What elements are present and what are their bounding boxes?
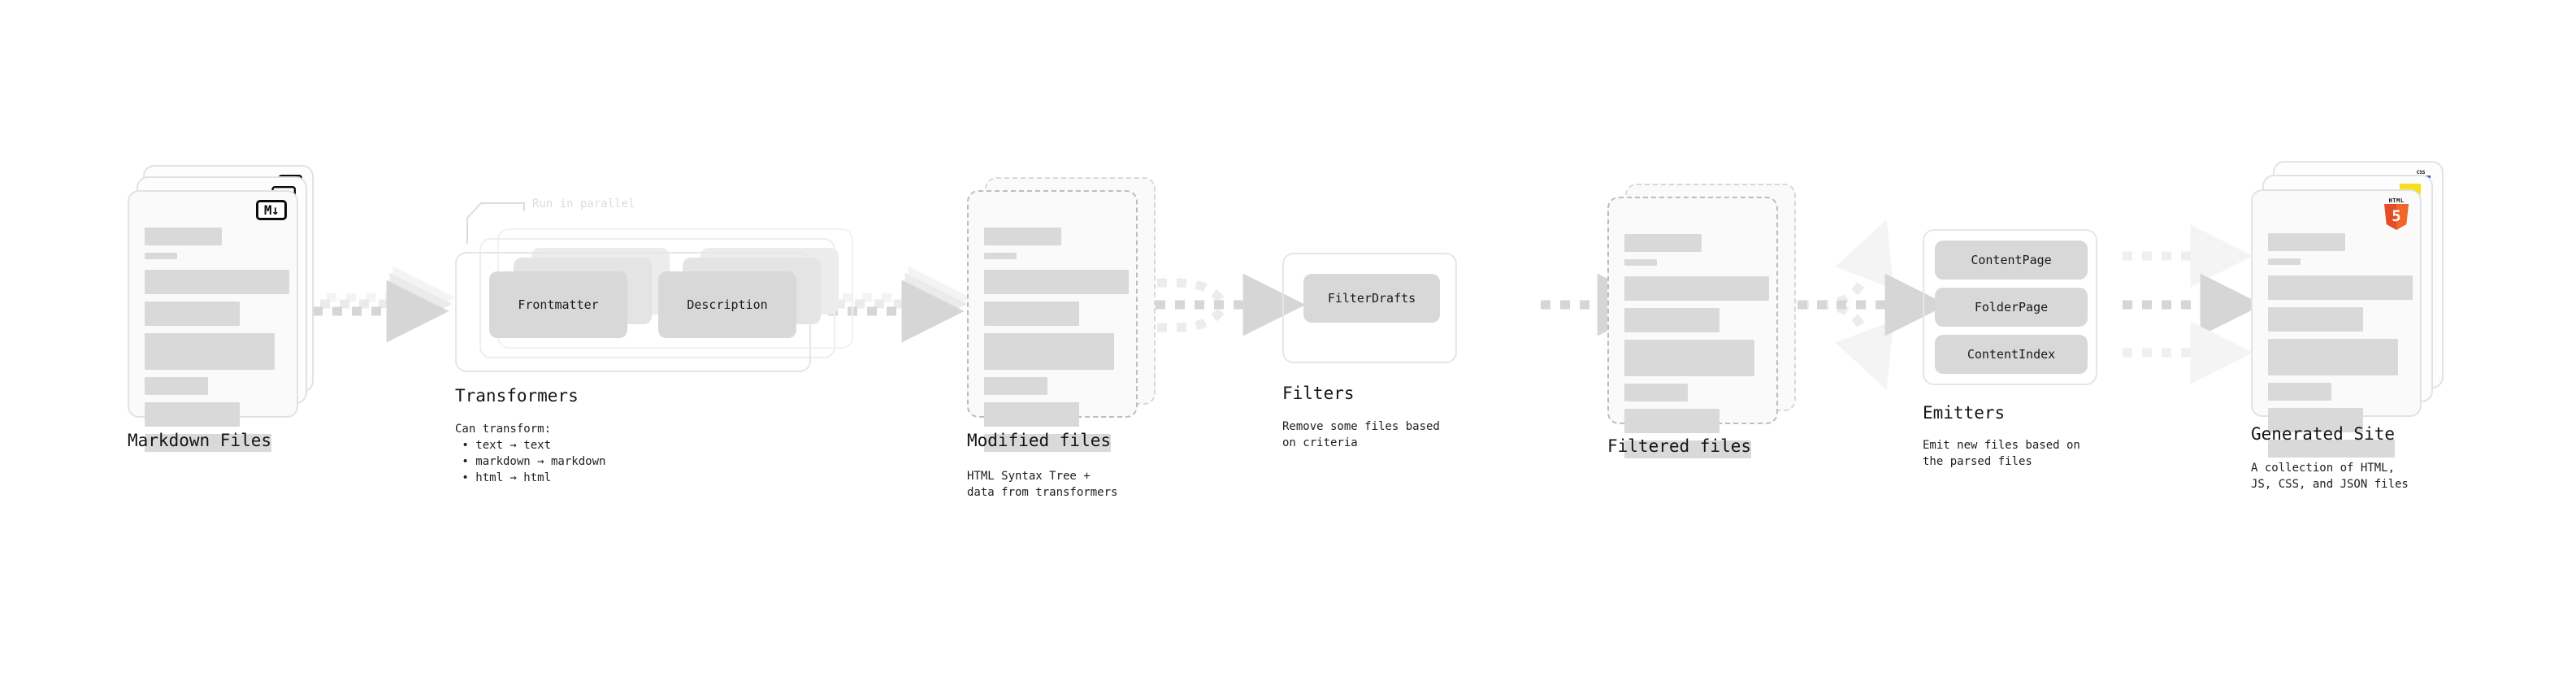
skeleton-lines xyxy=(1624,234,1769,466)
stage-subtitle-transformers: Can transform: • text → text • markdown … xyxy=(455,423,606,484)
skeleton-lines xyxy=(2268,233,2413,465)
arrow-transformers-to-modified xyxy=(828,266,971,343)
arrow-markdown-to-transformers xyxy=(313,266,456,343)
stage-title-markdown-files: Markdown Files xyxy=(128,431,272,450)
transformer-node-description[interactable]: Description xyxy=(658,271,796,338)
stage-subtitle-modified-files: HTML Syntax Tree + data from transformer… xyxy=(967,470,1118,499)
skeleton-lines xyxy=(984,228,1129,459)
stage-title-modified-files: Modified files xyxy=(967,431,1112,450)
stage-subtitle-generated-site: A collection of HTML, JS, CSS, and JSON … xyxy=(2251,462,2409,491)
transformer-node-frontmatter[interactable]: Frontmatter xyxy=(489,271,627,338)
skeleton-lines xyxy=(145,228,289,459)
css-label: CSS xyxy=(2416,170,2426,176)
html5-icon: HTML 5 xyxy=(2382,197,2411,230)
stage-title-transformers: Transformers xyxy=(455,386,579,406)
emitter-node-folderpage[interactable]: FolderPage xyxy=(1935,288,2088,327)
run-in-parallel-label: Run in parallel xyxy=(532,197,635,210)
emitter-node-contentpage[interactable]: ContentPage xyxy=(1935,241,2088,280)
markdown-icon: M↓ xyxy=(256,200,287,220)
stage-title-generated-site: Generated Site xyxy=(2251,424,2396,444)
html5-digit: 5 xyxy=(2392,207,2401,225)
run-in-parallel-leader xyxy=(466,202,525,244)
filtered-card-front[interactable] xyxy=(1607,197,1778,458)
html5-shield: 5 xyxy=(2384,204,2409,230)
markdown-card-front[interactable]: M↓ xyxy=(128,190,298,452)
filter-node-filterdrafts[interactable]: FilterDrafts xyxy=(1303,274,1440,323)
stage-subtitle-emitters: Emit new files based on the parsed files xyxy=(1923,439,2080,468)
html5-label: HTML xyxy=(2388,197,2405,204)
arrow-modified-to-filters xyxy=(1136,273,1306,336)
transformer-group-front: Frontmatter Description xyxy=(455,252,811,372)
arrow-emitters-to-site xyxy=(2123,224,2263,384)
emitter-node-contentindex[interactable]: ContentIndex xyxy=(1935,335,2088,374)
site-card-html[interactable]: HTML 5 xyxy=(2251,189,2422,458)
emitters-group: ContentPage FolderPage ContentIndex xyxy=(1923,229,2097,385)
stage-title-emitters: Emitters xyxy=(1923,403,2006,423)
filters-group: FilterDrafts xyxy=(1282,253,1457,363)
stage-title-filters: Filters xyxy=(1282,384,1355,403)
stage-title-filtered-files: Filtered files xyxy=(1607,436,1752,456)
modified-card-front[interactable] xyxy=(967,190,1138,452)
arrow-filtered-to-emitters xyxy=(1778,219,1948,390)
stage-subtitle-filters: Remove some files based on criteria xyxy=(1282,420,1440,449)
